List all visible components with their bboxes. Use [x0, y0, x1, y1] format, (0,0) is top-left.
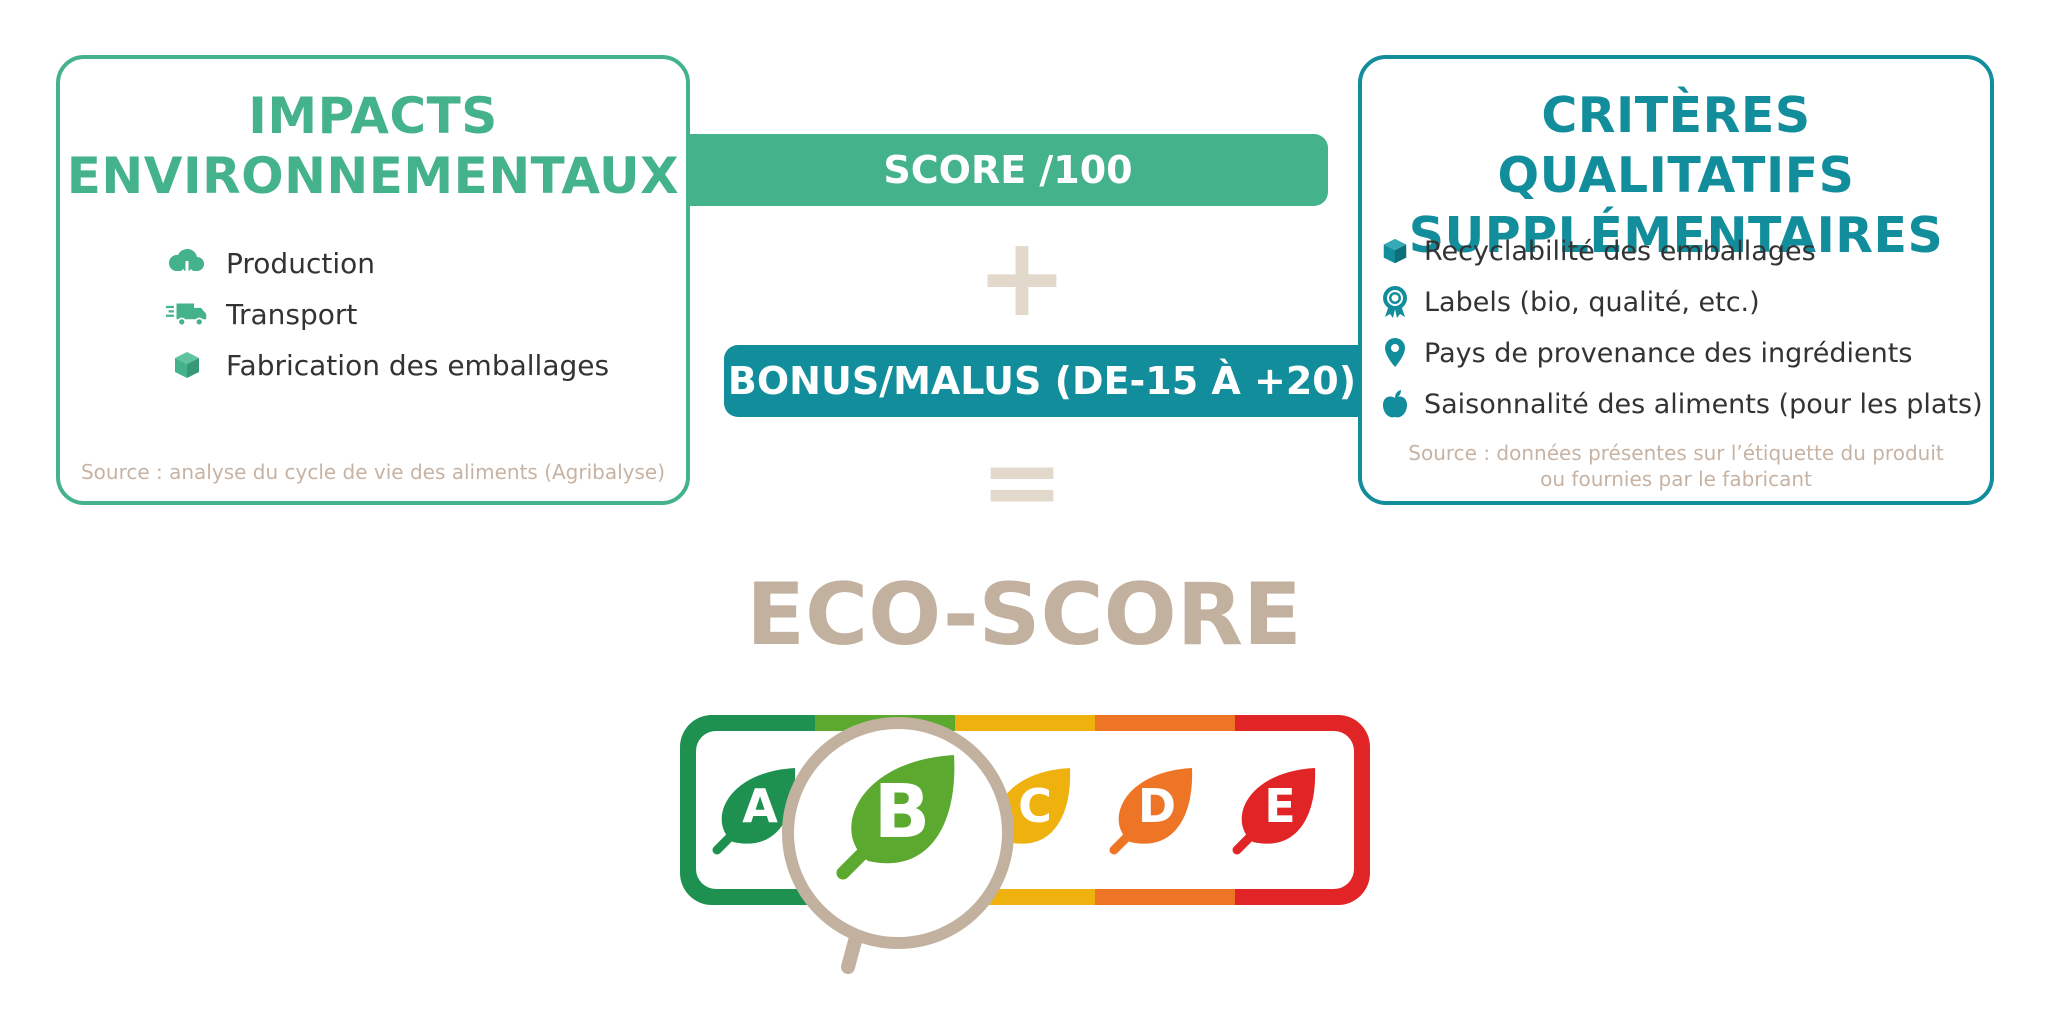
title-line-2: SUPPLÉMENTAIRES [1408, 207, 1944, 264]
badge-icon [1380, 284, 1410, 320]
list-item-labels: Labels (bio, qualité, etc.) [1380, 284, 1760, 320]
item-label: Production [226, 246, 375, 280]
environmental-impacts-panel: IMPACTS ENVIRONNEMENTAUX Production Tran… [56, 55, 690, 505]
leaf-d: D [1109, 768, 1193, 855]
item-label: Recyclabilité des emballages [1424, 235, 1816, 267]
leaf-a: A [712, 768, 796, 855]
eco-score-badge: A C D E B [680, 715, 1370, 974]
list-item-transport: Transport [166, 296, 357, 332]
truck-icon [166, 296, 208, 332]
item-label: Fabrication des emballages [226, 348, 610, 382]
plus-sign: + [975, 213, 1069, 341]
qualitative-criteria-panel: CRITÈRES QUALITATIFS SUPPLÉMENTAIRES Rec… [1358, 55, 1994, 505]
eco-score-title: ECO-SCORE [746, 565, 1302, 665]
list-item-recyclability: Recyclabilité des emballages [1380, 233, 1816, 269]
box-icon [1380, 233, 1410, 269]
item-label: Saisonnalité des aliments (pour les plat… [1424, 388, 1983, 420]
source-note: Source : données présentes sur l’étiquet… [1362, 440, 1990, 492]
title-line-2: ENVIRONNEMENTAUX [66, 147, 680, 205]
list-item-packaging: Fabrication des emballages [166, 347, 609, 383]
bonus-malus-bar: BONUS/MALUS (DE-15 À +20) [724, 345, 1360, 417]
item-label: Labels (bio, qualité, etc.) [1424, 286, 1760, 318]
score-bar: SCORE /100 [688, 134, 1328, 206]
leaf-b-selected: B [836, 755, 955, 880]
source-line-1: Source : données présentes sur l’étiquet… [1408, 441, 1944, 465]
map-pin-icon [1380, 335, 1410, 371]
grade-letter-d: D [1138, 779, 1176, 833]
grade-letter-a: A [742, 779, 778, 833]
source-line-2: ou fournies par le fabricant [1540, 467, 1812, 491]
list-item-origin: Pays de provenance des ingrédients [1380, 335, 1912, 371]
title-line-1: IMPACTS [248, 87, 498, 145]
box-icon [166, 347, 208, 383]
cloud-icon [166, 245, 208, 281]
grade-letter-c: C [1018, 779, 1052, 833]
item-label: Pays de provenance des ingrédients [1424, 337, 1913, 369]
grade-letter-e: E [1264, 779, 1295, 833]
item-label: Transport [226, 297, 358, 331]
equals-sign: = [980, 423, 1064, 540]
source-note: Source : analyse du cycle de vie des ali… [80, 460, 666, 484]
title-line-1: CRITÈRES QUALITATIFS [1497, 87, 1855, 204]
qualitative-criteria-title: CRITÈRES QUALITATIFS SUPPLÉMENTAIRES [1362, 86, 1990, 266]
environmental-impacts-title: IMPACTS ENVIRONNEMENTAUX [60, 86, 686, 206]
apple-icon [1380, 386, 1410, 422]
list-item-seasonality: Saisonnalité des aliments (pour les plat… [1380, 386, 1983, 422]
grade-letter-b: B [874, 769, 930, 855]
list-item-production: Production [166, 245, 375, 281]
leaf-e: E [1232, 768, 1316, 855]
